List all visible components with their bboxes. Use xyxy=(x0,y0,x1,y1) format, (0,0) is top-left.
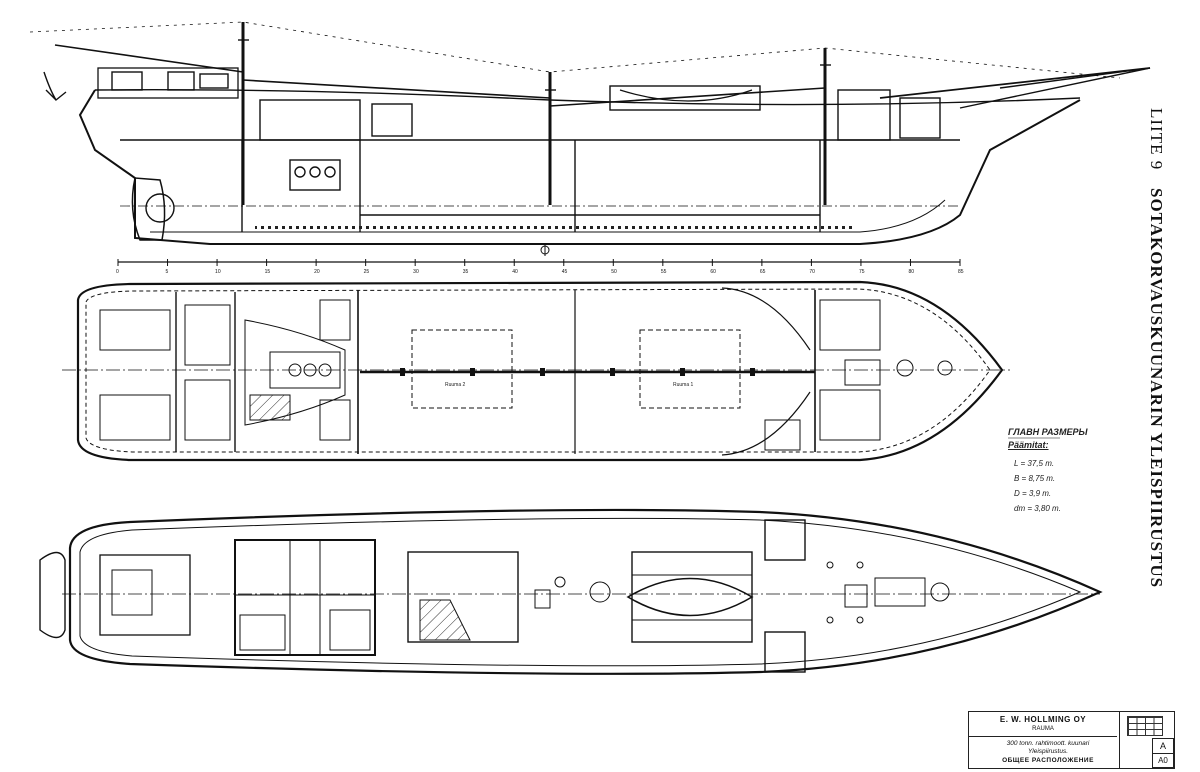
deck-plan-view xyxy=(39,508,1103,675)
scale-label: 10 xyxy=(215,269,221,275)
aft-hatch-cover xyxy=(407,551,519,643)
dimension-beam: B = 8,75 m. xyxy=(1014,474,1056,483)
revision-grid xyxy=(1127,716,1163,736)
side-elevation-view xyxy=(29,21,1151,256)
company-city: RAUMA xyxy=(1032,726,1054,732)
lifeboat-plan xyxy=(626,577,754,617)
boom xyxy=(549,87,826,107)
scale-label: 65 xyxy=(760,269,766,275)
propeller xyxy=(145,193,175,223)
scale-label: 80 xyxy=(908,269,914,275)
hold-2-label: Ruuma 2 xyxy=(445,382,466,388)
scale-label: 70 xyxy=(809,269,815,275)
scale-label: 15 xyxy=(265,269,271,275)
hull-outline xyxy=(78,89,1081,245)
drawing-type: Yleispiirustus. xyxy=(1027,748,1069,755)
scale-label: 75 xyxy=(859,269,865,275)
dimension-length: L = 37,5 m. xyxy=(1014,459,1055,468)
dimension-depth: D = 3,9 m. xyxy=(1014,489,1052,498)
deck-plan-hull-outline xyxy=(68,508,1103,675)
sheer-line xyxy=(94,89,1081,106)
lifeboat xyxy=(619,89,753,102)
forecastle xyxy=(837,89,891,141)
drawing-title: SOTAKORVAUSKUUNARIN YLEISPIIRUSTUS xyxy=(1147,188,1166,589)
sheet-code: A0 xyxy=(1152,753,1174,768)
rigging-stay xyxy=(29,21,1121,79)
scale-label: 40 xyxy=(512,269,518,275)
windlass xyxy=(874,577,926,607)
title-block-divider-vertical xyxy=(1119,712,1120,768)
title-block-divider xyxy=(969,736,1117,737)
dimensions-heading-fi: Päämitat: xyxy=(1008,440,1049,450)
fore-hatch-cover xyxy=(631,551,753,643)
aft-deckhouse xyxy=(97,67,239,99)
double-bottom-band xyxy=(255,224,855,232)
sheet-letter: A xyxy=(1152,738,1174,754)
main-engine xyxy=(289,159,341,191)
lifeboat-chocks xyxy=(609,85,761,111)
engine-room-casing xyxy=(259,99,361,141)
frame-scale: 0 5 10 15 20 25 30 35 40 45 50 55 60 65 70 75 80 85 xyxy=(116,259,964,275)
boom xyxy=(242,79,551,99)
drawing-type-ru: ОБЩЕЕ РАСПОЛОЖЕНИЕ xyxy=(1002,757,1094,764)
main-dimensions-block: ГЛАВН РАЗМЕРЫ Päämitat: L = 37,5 m. B = … xyxy=(1008,426,1128,516)
scale-label: 30 xyxy=(413,269,419,275)
vessel-description: 300 tonn. rahtimoott. kuunari xyxy=(1006,740,1090,747)
scale-label: 35 xyxy=(463,269,469,275)
scale-label: 45 xyxy=(562,269,568,275)
rudder xyxy=(131,177,166,241)
deckhouse-plan xyxy=(234,539,376,656)
hold-2-hatch xyxy=(411,329,513,409)
scale-label: 85 xyxy=(958,269,964,275)
hold-1-hatch xyxy=(639,329,741,409)
rudder-plan xyxy=(39,551,66,639)
scale-label: 20 xyxy=(314,269,320,275)
scale-label: 55 xyxy=(661,269,667,275)
hold-1-label: Ruuma 1 xyxy=(673,382,694,388)
company-name: E. W. HOLLMING OY xyxy=(999,715,1087,724)
scale-label: 25 xyxy=(364,269,370,275)
scale-label: 50 xyxy=(611,269,617,275)
dimension-draught: dm = 3,80 m. xyxy=(1014,504,1061,513)
bowsprit xyxy=(879,67,1151,99)
aft-house-plan xyxy=(99,554,191,636)
hold-plan-view xyxy=(62,280,1010,462)
scale-label: 5 xyxy=(166,269,169,275)
scale-label: 60 xyxy=(710,269,716,275)
appendix-label: LIITE 9 xyxy=(1147,108,1166,171)
scale-label: 0 xyxy=(116,269,119,275)
hold-plan-hull-outline xyxy=(76,280,1004,462)
dimensions-heading-ru: ГЛАВН РАЗМЕРЫ xyxy=(1008,427,1088,437)
title-block: E. W. HOLLMING OY RAUMA 300 tonn. rahtim… xyxy=(968,711,1175,769)
